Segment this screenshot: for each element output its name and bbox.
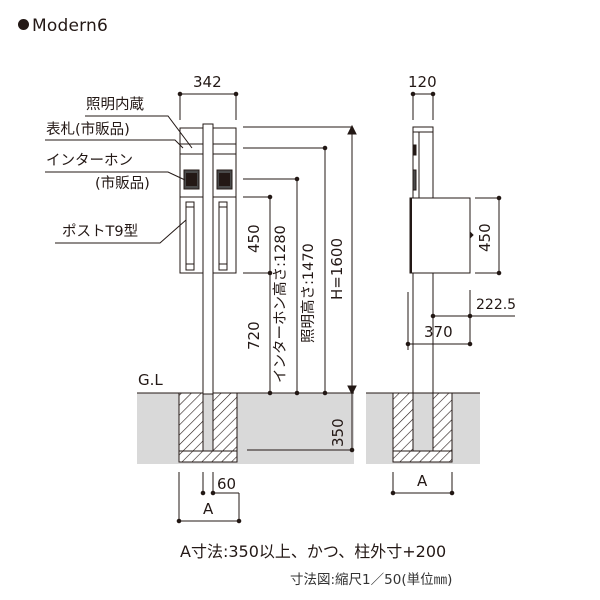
label-intercom: インターホン xyxy=(46,153,133,169)
diagram-title: Modern6 xyxy=(18,16,108,36)
side-view xyxy=(366,91,515,496)
dim-post-450: 450 xyxy=(245,224,263,253)
dim-foundation-a-side: A xyxy=(417,472,428,490)
dim-222-5: 222.5 xyxy=(476,297,517,313)
ground-front xyxy=(137,393,354,464)
ground-level-label: G.L xyxy=(138,371,163,389)
dim-width-342: 342 xyxy=(193,73,222,91)
bullet-icon xyxy=(18,19,29,30)
label-lighting: 照明内蔵 xyxy=(86,97,144,113)
note-a-dimension: A寸法:350以上、かつ、柱外寸+200 xyxy=(180,542,447,561)
title-text: Modern6 xyxy=(32,16,108,36)
label-nameplate: 表札(市販品) xyxy=(46,122,130,138)
dim-embed-350: 350 xyxy=(329,418,347,447)
dim-370: 370 xyxy=(424,323,453,341)
front-view xyxy=(45,91,357,524)
dim-pole-60: 60 xyxy=(217,475,237,493)
dim-total-height: H=1600 xyxy=(328,237,346,300)
dim-720: 720 xyxy=(245,321,263,350)
dim-side-450: 450 xyxy=(476,223,494,252)
label-intercom-sub: (市販品) xyxy=(95,176,150,192)
dim-lighting-height: 照明高さ:1470 xyxy=(301,243,317,343)
dim-depth-120: 120 xyxy=(408,73,437,91)
note-scale: 寸法図:縮尺1／50(単位㎜) xyxy=(290,572,453,588)
dim-foundation-a-front: A xyxy=(203,500,214,518)
label-post: ポストT9型 xyxy=(62,224,139,240)
dim-intercom-height: インターホン高さ:1280 xyxy=(273,225,289,383)
